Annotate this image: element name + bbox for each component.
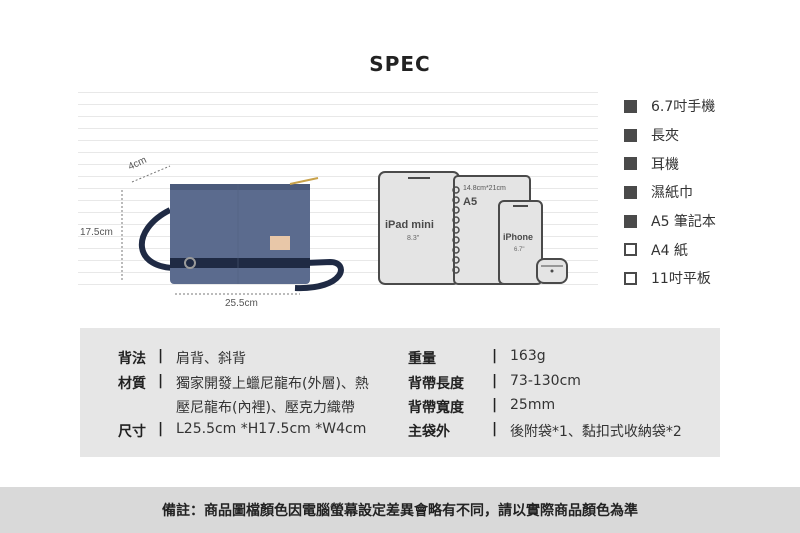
spec-label: 背法 [118, 351, 146, 367]
legend-label: 長夾 [651, 128, 679, 145]
legend-item: 濕紙巾 [624, 178, 716, 207]
spec-separator: | [492, 348, 498, 364]
width-label: 25.5cm [225, 298, 258, 309]
width-dimension: 25.5cm [175, 293, 300, 309]
spec-value: 獨家開發上蠟尼龍布(外層)、熱 [176, 376, 369, 392]
spec-label: 背帶長度 [408, 376, 464, 392]
spec-value: 163g [510, 348, 546, 364]
spec-label: 主袋外 [408, 424, 450, 440]
legend-item: 6.7吋手機 [624, 92, 716, 121]
iphone-size: 6.7" [514, 247, 524, 253]
spec-label: 重量 [408, 351, 436, 367]
page-title: SPEC [369, 52, 431, 76]
disclaimer-note: 備註：商品圖檔顏色因電腦螢幕設定差異會略有不同，請以實際商品顏色為準 [0, 487, 800, 533]
legend-label: 6.7吋手機 [651, 99, 716, 116]
iphone-outline: iPhone 6.7" [498, 200, 543, 285]
spec-separator: | [492, 421, 498, 437]
bag-image [170, 177, 319, 284]
depth-label: 4cm [127, 155, 149, 173]
depth-dimension: 4cm [127, 155, 171, 183]
legend-label: 耳機 [651, 156, 679, 173]
spec-table: 背法 | 肩背、斜背 材質 | 獨家開發上蠟尼龍布(外層)、熱 壓尼龍布(內裡)… [80, 328, 720, 457]
spec-value: 後附袋*1、黏扣式收納袋*2 [510, 424, 682, 440]
legend-item: 長夾 [624, 121, 716, 150]
spec-value: 肩背、斜背 [176, 351, 246, 367]
filled-square-icon [624, 128, 637, 142]
ipad-mini-outline: iPad mini 8.3" [378, 171, 460, 285]
legend-item: A4 紙 [624, 235, 716, 264]
filled-square-icon [624, 214, 637, 228]
height-label: 17.5cm [80, 227, 113, 238]
ipad-size: 8.3" [407, 235, 420, 242]
earbuds-case-outline [536, 258, 568, 284]
legend-label: 11吋平板 [651, 271, 711, 288]
spec-value: 73-130cm [510, 373, 581, 389]
filled-square-icon [624, 185, 637, 199]
spec-separator: | [492, 373, 498, 389]
capacity-legend: 6.7吋手機 長夾 耳機 濕紙巾 A5 筆記本 A4 紙 11吋平板 [624, 92, 716, 293]
filled-square-icon [624, 99, 637, 113]
spec-value: 25mm [510, 397, 556, 413]
product-illustration: 4cm 17.5cm 25.5cm iPad mini 8.3" 14.8cm*… [80, 155, 568, 309]
spec-separator: | [158, 373, 164, 389]
a5-dimension: 14.8cm*21cm [463, 185, 506, 192]
spec-value-continued: 壓尼龍布(內裡)、壓克力織帶 [176, 400, 355, 416]
spec-separator: | [492, 397, 498, 413]
height-dimension: 17.5cm [80, 190, 123, 280]
filled-square-icon [624, 157, 637, 171]
hollow-square-icon [624, 271, 637, 285]
legend-item: 11吋平板 [624, 264, 716, 293]
spec-separator: | [158, 348, 164, 364]
ipad-name: iPad mini [385, 219, 434, 231]
spec-value: L25.5cm *H17.5cm *W4cm [176, 421, 367, 437]
spec-label: 材質 [118, 376, 146, 392]
disclaimer-text: 備註：商品圖檔顏色因電腦螢幕設定差異會略有不同，請以實際商品顏色為準 [162, 503, 638, 519]
hollow-square-icon [624, 243, 637, 257]
a5-label: A5 [463, 196, 477, 208]
spec-label: 尺寸 [118, 424, 146, 440]
legend-item: 耳機 [624, 149, 716, 178]
legend-label: 濕紙巾 [651, 185, 693, 202]
legend-label: A4 紙 [651, 242, 688, 259]
legend-label: A5 筆記本 [651, 214, 716, 231]
spec-label: 背帶寬度 [408, 400, 464, 416]
iphone-name: iPhone [503, 232, 533, 242]
legend-item: A5 筆記本 [624, 207, 716, 236]
spec-separator: | [158, 421, 164, 437]
